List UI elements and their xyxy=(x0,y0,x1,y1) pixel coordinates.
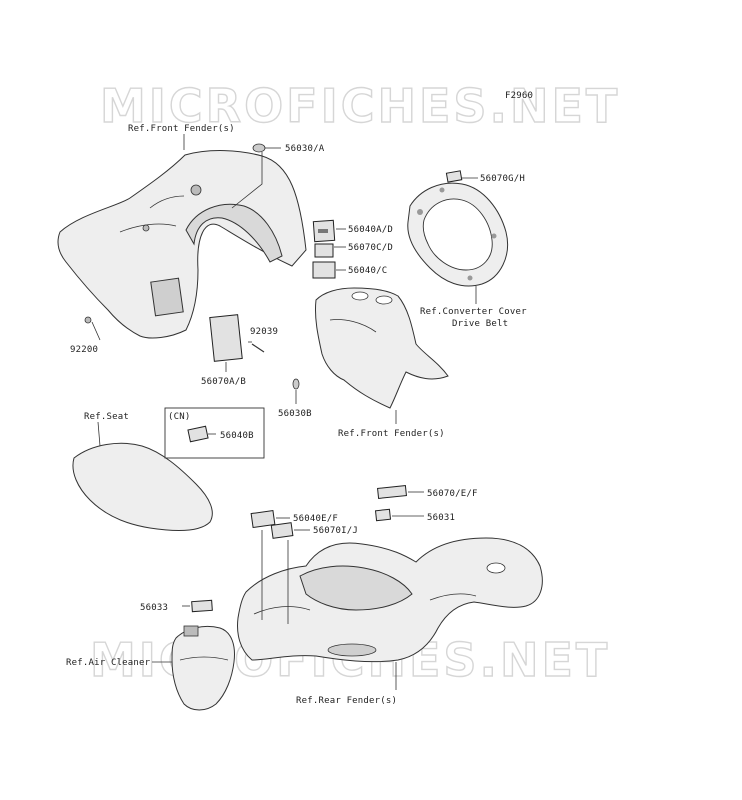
label-92200: 92200 xyxy=(70,345,98,355)
label-ref-air-cleaner: Ref.Air Cleaner xyxy=(66,658,151,668)
label-56040ef: 56040E/F xyxy=(293,514,338,524)
label-cn: (CN) xyxy=(168,412,190,422)
air-cleaner xyxy=(171,625,235,711)
decal-56070ij xyxy=(270,522,294,539)
label-ref-converter-cover: Ref.Converter Cover xyxy=(420,307,527,317)
decal-56040b xyxy=(187,425,209,443)
label-56070ef: 56070/E/F xyxy=(427,489,478,499)
seat xyxy=(72,442,213,531)
washer-56030a xyxy=(252,143,266,153)
label-56040ad: 56040A/D xyxy=(348,225,393,235)
decal-56040ef xyxy=(250,509,276,529)
label-ref-front-fender-bottom: Ref.Front Fender(s) xyxy=(338,429,445,439)
label-56070cd: 56070C/D xyxy=(348,243,393,253)
rear-fender xyxy=(237,537,543,663)
decal-56033 xyxy=(191,599,213,613)
screw-92039 xyxy=(251,343,265,353)
label-ref-seat: Ref.Seat xyxy=(84,412,129,422)
decal-56070cd xyxy=(314,243,334,258)
label-56030a: 56030/A xyxy=(285,144,325,154)
front-fender-upper xyxy=(57,150,307,339)
label-92039: 92039 xyxy=(250,327,278,337)
label-56040b: 56040B xyxy=(220,431,254,441)
label-56040c: 56040/C xyxy=(348,266,387,276)
label-56070gh: 56070G/H xyxy=(480,174,525,184)
decal-56040ad xyxy=(312,219,336,243)
decal-56031 xyxy=(374,508,392,522)
label-56070ij: 56070I/J xyxy=(313,526,358,536)
label-ref-rear-fender: Ref.Rear Fender(s) xyxy=(296,696,397,706)
leader-lines xyxy=(91,134,478,690)
watermark-top: MICROFICHES.NET xyxy=(100,79,620,133)
labels: Ref.Front Fender(s) 56030/A 56040A/D 560… xyxy=(66,124,527,706)
label-56031: 56031 xyxy=(427,513,455,523)
label-56070ab: 56070A/B xyxy=(201,377,246,387)
decal-56070gh xyxy=(445,170,463,183)
grommet-56030b xyxy=(292,378,300,390)
label-56033: 56033 xyxy=(140,603,168,613)
decal-56070ef xyxy=(377,485,407,499)
figure-code: F2960 xyxy=(505,91,533,101)
decal-56070ab xyxy=(209,314,243,362)
converter-cover xyxy=(407,182,508,287)
decal-56040c xyxy=(312,261,336,279)
label-ref-front-fender-top: Ref.Front Fender(s) xyxy=(128,124,235,134)
label-56030b: 56030B xyxy=(278,409,312,419)
front-fender-lower xyxy=(315,287,449,409)
cn-box xyxy=(164,407,265,459)
clip-92200 xyxy=(84,316,92,324)
label-drive-belt: Drive Belt xyxy=(452,319,508,329)
